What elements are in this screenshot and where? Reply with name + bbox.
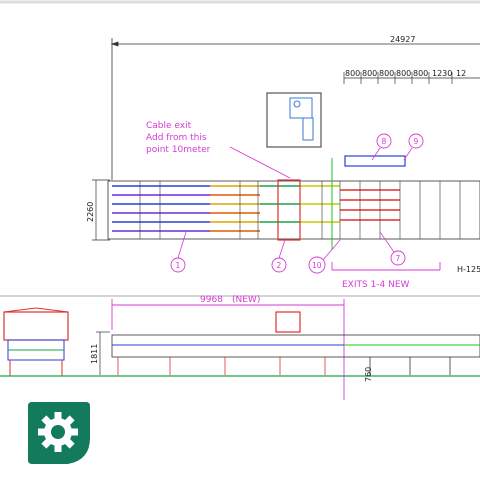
callout-9-label: 9 [414,137,419,146]
new-section-tag: (NEW) [232,295,260,305]
plan-height-label: 2260 [86,202,95,222]
overall-dimension [110,38,480,180]
segment-dim-3: 800 [379,69,394,78]
callout-2: 2 [271,239,287,273]
segment-dim-5: 800 [413,69,428,78]
side-label: H-125 [457,265,480,274]
detail-inset [266,92,322,148]
side-view-left-unit [3,307,69,376]
segment-dim-6: 1230 [432,69,452,78]
side-view-conveyor [0,311,480,377]
callout-8-label: 8 [382,137,387,146]
cable-note-line-2: Add from this [146,133,207,143]
callout-1-label: 1 [176,261,181,270]
segment-dimension-labels: 800 800 800 800 800 1230 12 [345,69,466,78]
gear-badge[interactable] [28,402,90,464]
exits-bracket [331,262,441,271]
new-section-dimension [111,299,345,400]
gear-icon [38,412,78,452]
exits-label: EXITS 1-4 NEW [342,280,410,290]
side-height-label: 1811 [90,344,99,364]
callout-2-label: 2 [277,261,282,270]
segment-dimension-line [343,72,480,84]
plan-height-dimension [92,179,110,241]
callout-1: 1 [170,231,187,273]
callout-10: 10 [308,239,341,274]
side-height-dimension [96,331,110,375]
callout-9: 9 [403,133,424,161]
callout-7: 7 [379,231,406,266]
plan-view-conveyor [107,155,480,250]
segment-dim-2: 800 [362,69,377,78]
overall-dimension-label: 24927 [390,35,415,44]
bottom-dimension-label: 760 [364,367,373,382]
cable-note-leader [229,146,291,179]
callout-8: 8 [371,133,392,161]
cable-note-line-3: point 10meter [146,145,211,155]
callout-10-label: 10 [312,261,322,270]
callout-7-label: 7 [396,254,401,263]
cable-note-line-1: Cable exit [146,121,192,131]
segment-dim-7: 12 [456,69,466,78]
segment-dim-1: 800 [345,69,360,78]
segment-dim-4: 800 [396,69,411,78]
new-section-dimension-label: 9968 [200,295,223,305]
